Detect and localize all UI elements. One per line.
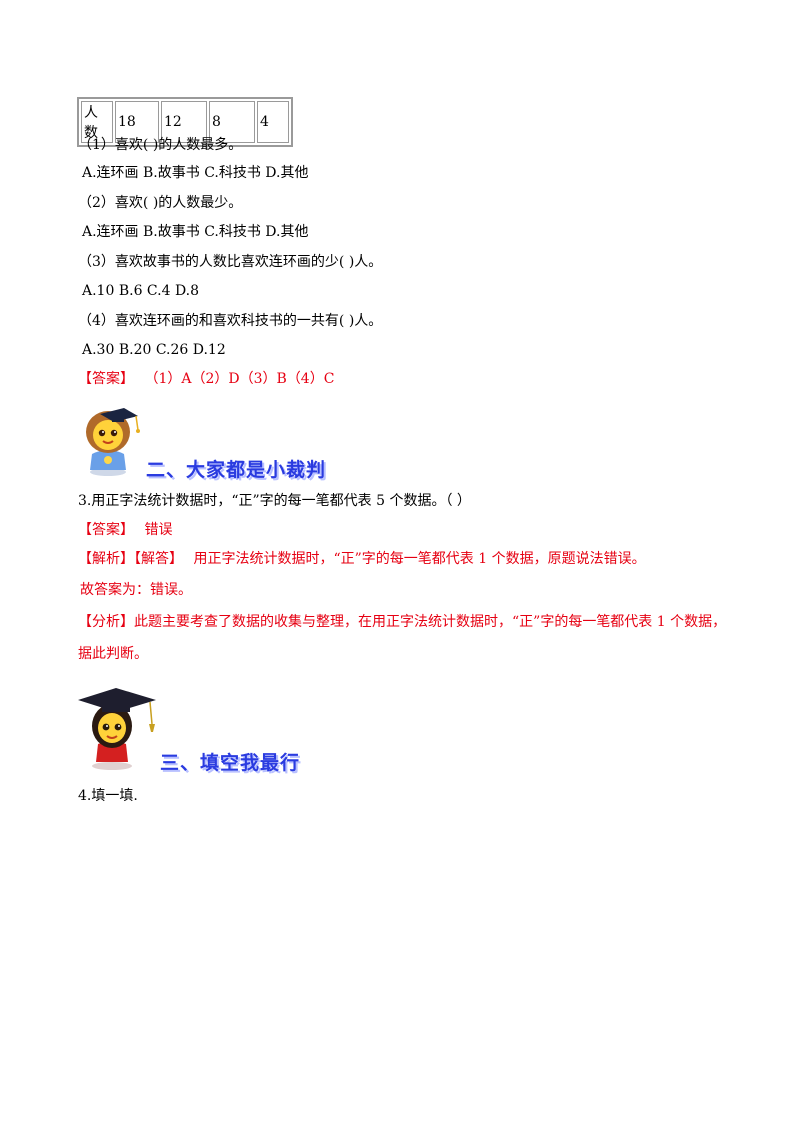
table-cell: 18 xyxy=(115,101,159,143)
fenxi-text: 此题主要考查了数据的收集与整理，在用正字法统计数据时，“正”字的每一笔都代表 1… xyxy=(134,614,727,630)
answer-text: （1）A（2）D（3）B（4）C xyxy=(144,371,335,387)
question-4: （4）喜欢连环画的和喜欢科技书的一共有( )人。 xyxy=(78,313,383,329)
question-2: （2）喜欢( )的人数最少。 xyxy=(78,195,243,211)
fenxi-line-2: 据此判断。 xyxy=(78,646,148,662)
analysis: 【解析】【解答】 用正字法统计数据时，“正”字的每一笔都代表 1 个数据，原题说… xyxy=(78,550,646,568)
fenxi-label: 【分析】 xyxy=(78,614,134,630)
question-1-options: A.连环画 B.故事书 C.科技书 D.其他 xyxy=(82,165,309,181)
answer-2: 【答案】 错误 xyxy=(78,521,172,539)
mascot-graduate-icon xyxy=(78,688,156,770)
question-4-options: A.30 B.20 C.26 D.12 xyxy=(82,342,226,358)
conclusion: 故答案为：错误。 xyxy=(80,582,192,598)
section-2-heading: 二、大家都是小裁判 xyxy=(146,459,327,481)
table-cell: 人数 xyxy=(81,101,113,143)
answer-label: 【答案】 xyxy=(78,371,134,387)
table-cell: 12 xyxy=(161,101,207,143)
analysis-text: 用正字法统计数据时，“正”字的每一笔都代表 1 个数据，原题说法错误。 xyxy=(193,551,646,567)
analysis-label: 【解析】【解答】 xyxy=(78,551,183,567)
section-3-heading: 三、填空我最行 xyxy=(160,752,301,774)
answer-label: 【答案】 xyxy=(78,522,134,538)
question-3: （3）喜欢故事书的人数比喜欢连环画的少( )人。 xyxy=(78,254,383,270)
question-1: （1）喜欢( )的人数最多。 xyxy=(78,137,243,153)
mascot-girl-icon xyxy=(86,408,140,476)
answer-1: 【答案】 （1）A（2）D（3）B（4）C xyxy=(78,370,334,388)
fenxi-line-1: 【分析】此题主要考查了数据的收集与整理，在用正字法统计数据时，“正”字的每一笔都… xyxy=(78,613,726,631)
data-table: 人数 18 12 8 4 xyxy=(77,97,293,147)
question-3-options: A.10 B.6 C.4 D.8 xyxy=(82,283,200,299)
question-4-fill: 4.填一填. xyxy=(78,788,138,804)
table-cell: 4 xyxy=(257,101,289,143)
question-3-judge: 3.用正字法统计数据时，“正”字的每一笔都代表 5 个数据。（ ） xyxy=(78,493,471,509)
table-cell: 8 xyxy=(209,101,255,143)
table-row: 人数 18 12 8 4 xyxy=(81,101,289,143)
answer-text: 错误 xyxy=(144,522,173,538)
question-2-options: A.连环画 B.故事书 C.科技书 D.其他 xyxy=(82,224,309,240)
